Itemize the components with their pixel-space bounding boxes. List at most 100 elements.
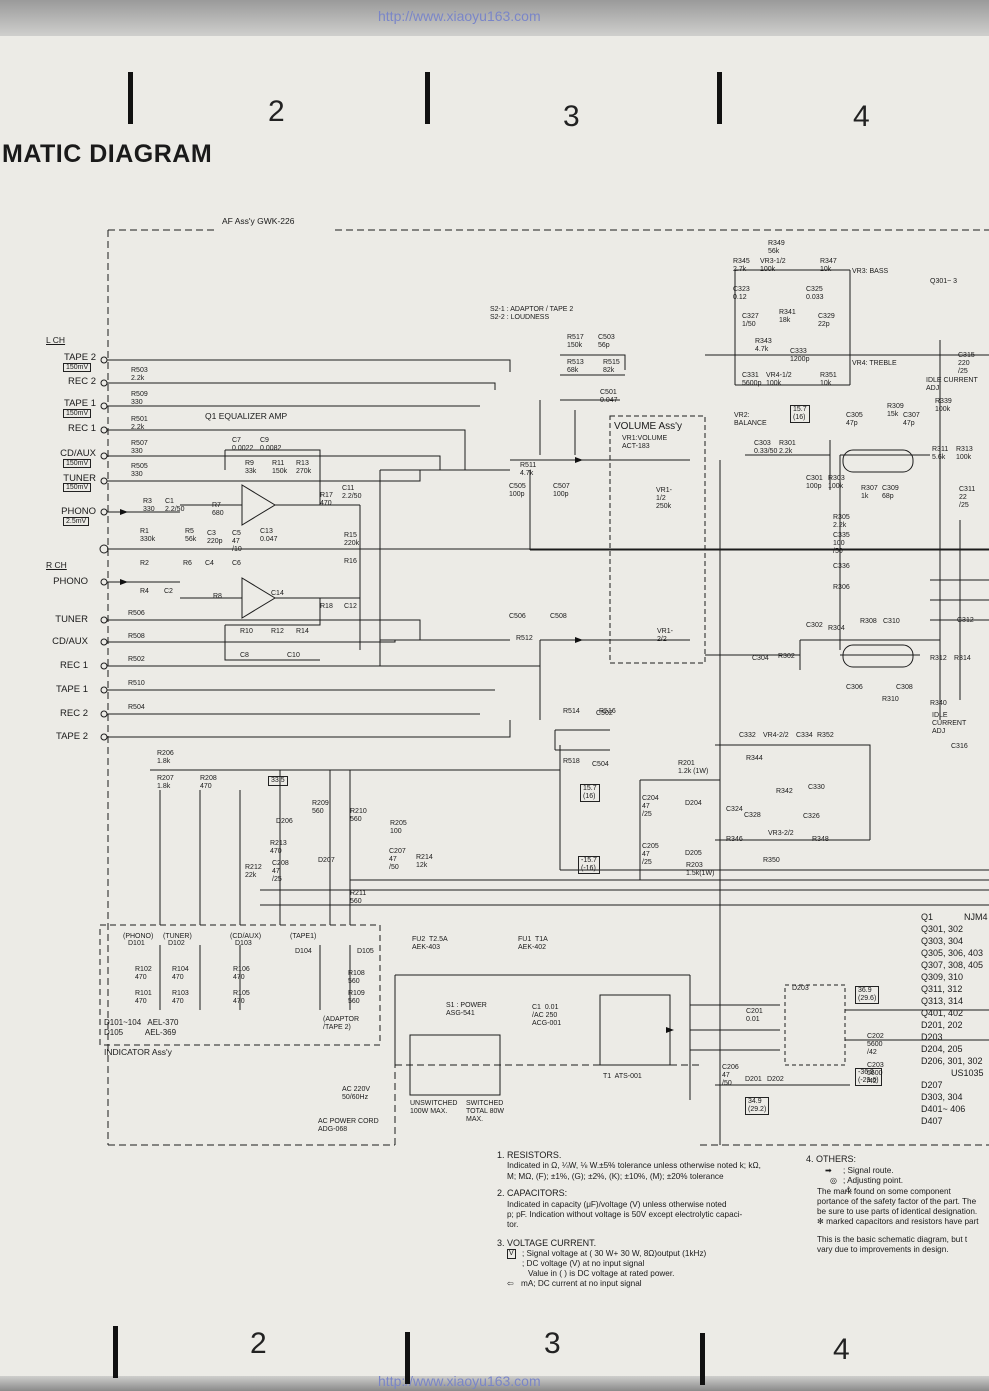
- component-designator: R502: [128, 656, 145, 663]
- component-designator: R211 560: [350, 890, 367, 905]
- component-designator: C333 1200p: [790, 348, 810, 363]
- led-part-label: D101~104 AEL-370 D105 AEL-369: [104, 1018, 179, 1037]
- component-designator: R351 10k: [820, 372, 837, 387]
- signal-route-arrow-icon: ➡: [825, 1166, 832, 1175]
- component-designator: R104 470: [172, 966, 189, 981]
- component-designator: R214 12k: [416, 854, 433, 869]
- component-designator: C328: [744, 812, 761, 819]
- component-designator: R302: [778, 653, 795, 660]
- component-designator: D207: [318, 857, 335, 864]
- indicator-assy-label: INDICATOR Ass'y: [104, 1047, 172, 1057]
- balance-label: VR2: BALANCE: [734, 412, 767, 427]
- component-designator: D102: [168, 940, 185, 947]
- component-designator: C332: [739, 732, 756, 739]
- component-designator: VR4-2/2: [763, 732, 789, 739]
- component-designator: C304: [752, 655, 769, 662]
- parts-list-ref: Q303, 304: [921, 936, 964, 946]
- input-level: 2.5mV: [63, 517, 90, 526]
- column-marker: [128, 72, 133, 124]
- input-label: TAPE 2: [55, 731, 88, 742]
- note-text: This is the basic schematic diagram, but…: [817, 1235, 968, 1244]
- component-designator: C202 5600 /42: [867, 1033, 884, 1056]
- component-designator: R2: [140, 560, 149, 567]
- component-designator: C306: [846, 684, 863, 691]
- component-designator: R13 270k: [296, 460, 312, 475]
- fuse2-label: FU2 T2.5A AEK-403: [412, 936, 448, 951]
- component-designator: R518: [563, 758, 580, 765]
- column-marker: [113, 1326, 118, 1378]
- scan-edge-top: [0, 0, 989, 36]
- component-designator: C1 2.2/50: [165, 498, 185, 513]
- note-text: Indicated in Ω, ¼W, ⅛ W.±5% tolerance un…: [507, 1161, 761, 1170]
- component-designator: R11 150k: [272, 460, 288, 475]
- ac-cap-label: C1 0.01 /AC 250 ACG-001: [532, 1004, 562, 1027]
- component-designator: C3 220p: [207, 530, 223, 545]
- component-designator: R106 470: [233, 966, 250, 981]
- component-designator: C10: [287, 652, 300, 659]
- component-designator: R10: [240, 628, 253, 635]
- component-designator: C9 0.0082: [260, 437, 282, 452]
- note-text: The mark found on some component: [817, 1187, 951, 1196]
- component-designator: D205: [685, 850, 702, 857]
- component-designator: R206 1.8k: [157, 750, 174, 765]
- component-designator: R17 470: [320, 492, 333, 507]
- treble-label: VR4: TREBLE: [852, 360, 897, 367]
- component-designator: C8: [240, 652, 249, 659]
- component-designator: R105 470: [233, 990, 250, 1005]
- voltage-box: 15.7 (16): [790, 405, 810, 423]
- led-label: (TAPE1): [290, 933, 317, 940]
- input-label: REC 2: [68, 376, 96, 387]
- idle-adj-label: IDLE CURRENT ADJ: [926, 377, 978, 392]
- voltage-box: 34.9 (29.2): [745, 1097, 770, 1115]
- component-designator: C329 22p: [818, 313, 835, 328]
- parts-list-ref: D201, 202: [921, 1020, 963, 1030]
- component-designator: R3 330: [143, 498, 155, 513]
- component-designator: C201 0.01: [746, 1008, 763, 1023]
- component-designator: R205 100: [390, 820, 407, 835]
- input-label: TAPE 1: [55, 684, 88, 695]
- power-switch-label: S1 : POWER ASG-541: [446, 1002, 487, 1017]
- component-designator: C327 1/50: [742, 313, 759, 328]
- component-designator: D204: [685, 800, 702, 807]
- component-designator: VR3-2/2: [768, 830, 794, 837]
- note-text: tor.: [507, 1220, 519, 1229]
- component-designator: R512: [516, 635, 533, 642]
- component-designator: R501 2.2k: [131, 416, 148, 431]
- parts-list-ref: Q307, 308, 405: [921, 960, 984, 970]
- note-symbol: V: [507, 1249, 516, 1259]
- component-designator: R203 1.5k(1W): [686, 862, 715, 877]
- note-text: ; Signal voltage at ( 30 W+ 30 W, 8Ω)out…: [522, 1249, 707, 1258]
- component-designator: R15 220k: [344, 532, 360, 547]
- component-designator: R510: [128, 680, 145, 687]
- component-designator: R312: [930, 655, 947, 662]
- page-title: MATIC DIAGRAM: [2, 140, 213, 168]
- component-designator: R516: [599, 708, 616, 715]
- component-designator: R209 560: [312, 800, 329, 815]
- component-designator: R313 100k: [956, 446, 973, 461]
- note-text: be sure to use parts of identical design…: [817, 1207, 978, 1216]
- component-designator: R513 68k: [567, 359, 584, 374]
- component-designator: C303 0.33/50: [754, 440, 778, 455]
- component-designator: R207 1.8k: [157, 775, 174, 790]
- component-designator: R515 82k: [603, 359, 620, 374]
- component-designator: R102 470: [135, 966, 152, 981]
- component-designator: VR3-1/2 100k: [760, 258, 786, 273]
- ac-cord-label: AC POWER CORD ADG-068: [318, 1118, 379, 1133]
- component-designator: C207 47 /50: [389, 848, 406, 871]
- component-designator: C206 47 /50: [722, 1064, 739, 1087]
- parts-list-ref: Q301, 302: [921, 924, 964, 934]
- component-designator: R341 18k: [779, 309, 796, 324]
- component-designator: C503 56p: [598, 334, 615, 349]
- component-designator: R514: [563, 708, 580, 715]
- component-designator: C336: [833, 563, 850, 570]
- component-designator: D101: [128, 940, 145, 947]
- left-channel-label: L CH: [46, 335, 66, 345]
- component-designator: R306: [833, 584, 850, 591]
- component-designator: R7 680: [212, 502, 224, 517]
- component-designator: R6: [183, 560, 192, 567]
- component-designator: R212 22k: [245, 864, 262, 879]
- column-marker: [405, 1332, 410, 1384]
- component-designator: R314: [954, 655, 971, 662]
- eq-amp-label: Q1 EQUALIZER AMP: [205, 411, 288, 421]
- component-designator: R511 4.7k: [520, 462, 537, 477]
